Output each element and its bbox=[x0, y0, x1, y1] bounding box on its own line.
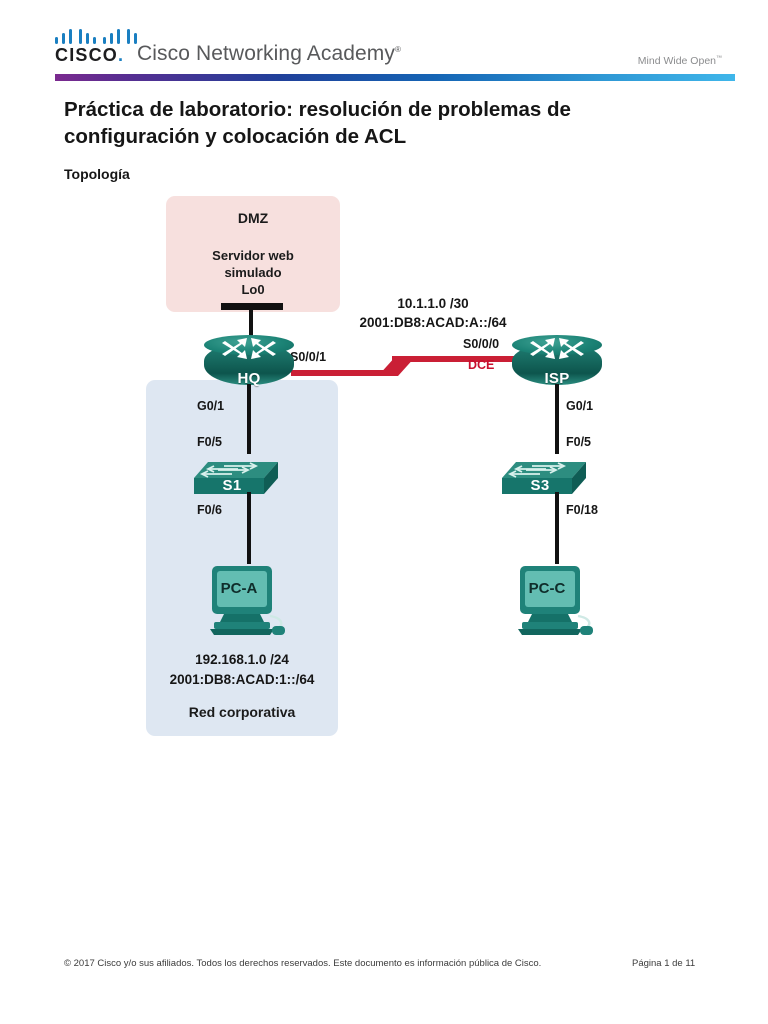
pc-a-icon bbox=[210, 566, 285, 635]
router-hq-top bbox=[204, 335, 294, 355]
link-s1-to-pca bbox=[247, 492, 251, 564]
pc-c-icon bbox=[518, 566, 593, 635]
header-gradient-divider bbox=[55, 74, 735, 81]
cisco-wordmark: CISCO. bbox=[55, 45, 124, 66]
s1-host-interface-label: F0/6 bbox=[197, 503, 223, 517]
pc-c[interactable]: PC-C bbox=[514, 564, 600, 638]
hq-serial-interface-label: S0/0/1 bbox=[290, 350, 327, 364]
page-title: Práctica de laboratorio: resolución de p… bbox=[64, 98, 571, 149]
cisco-logo: CISCO. bbox=[55, 28, 145, 72]
wan-ipv4-label: 10.1.1.0 /30 bbox=[397, 296, 469, 311]
link-hq-to-s1 bbox=[247, 384, 251, 454]
corporate-ipv6-label: 2001:DB8:ACAD:1::/64 bbox=[169, 672, 315, 687]
brand-tagline: Mind Wide Open™ bbox=[638, 55, 722, 67]
link-isp-to-s3 bbox=[555, 384, 559, 454]
router-isp-top bbox=[512, 335, 602, 355]
isp-serial-interface-label: S0/0/0 bbox=[463, 337, 500, 351]
registered-mark-icon: ® bbox=[395, 45, 401, 54]
dmz-zone bbox=[166, 196, 340, 312]
switch-s1[interactable]: S1 bbox=[194, 452, 278, 498]
corporate-zone-title: Red corporativa bbox=[188, 704, 296, 720]
switch-s3[interactable]: S3 bbox=[502, 452, 586, 498]
serial-link-left-segment bbox=[291, 370, 387, 376]
dmz-server-line2: simulado bbox=[224, 265, 282, 280]
footer-page-number: Página 1 de 11 bbox=[632, 958, 696, 969]
brand-tagline-text: Mind Wide Open bbox=[637, 55, 716, 67]
loopback-connector-stem bbox=[249, 303, 253, 337]
wan-ipv6-label: 2001:DB8:ACAD:A::/64 bbox=[359, 315, 507, 330]
corporate-ipv4-label: 192.168.1.0 /24 bbox=[195, 652, 289, 667]
pc-a-label: PC-A bbox=[220, 580, 258, 597]
page-header: CISCO. Cisco Networking Academy® Mind Wi… bbox=[0, 0, 768, 86]
isp-lan-interface-label: G0/1 bbox=[566, 399, 594, 413]
dmz-zone-title: DMZ bbox=[237, 210, 269, 226]
switch-s1-icon bbox=[194, 462, 278, 494]
serial-link-right-segment bbox=[392, 356, 518, 362]
page-footer: © 2017 Cisco y/o sus afiliados. Todos lo… bbox=[0, 958, 768, 978]
topology-diagram: DMZ Servidor web simulado Lo0 10.1.1.0 /… bbox=[0, 186, 768, 756]
link-s3-to-pcc bbox=[555, 492, 559, 564]
cisco-bars-icon bbox=[55, 28, 139, 44]
dmz-server-line1: Servidor web bbox=[212, 248, 294, 263]
pc-a[interactable]: PC-A bbox=[206, 564, 292, 638]
switch-s3-icon bbox=[502, 462, 586, 494]
corporate-network-zone bbox=[146, 380, 338, 736]
s3-host-interface-label: F0/18 bbox=[566, 503, 598, 517]
switch-s1-label: S1 bbox=[222, 477, 242, 494]
dce-label: DCE bbox=[468, 358, 495, 372]
router-hq-label: HQ bbox=[237, 370, 261, 387]
s1-uplink-interface-label: F0/5 bbox=[197, 435, 223, 449]
networking-academy-title: Cisco Networking Academy® bbox=[137, 42, 401, 66]
s3-uplink-interface-label: F0/5 bbox=[566, 435, 592, 449]
cisco-wordmark-text: CISCO bbox=[55, 45, 119, 65]
router-arrows-icon bbox=[222, 338, 276, 359]
router-hq[interactable]: HQ bbox=[204, 335, 294, 391]
cisco-wordmark-dot: . bbox=[118, 45, 125, 65]
hq-lan-interface-label: G0/1 bbox=[197, 399, 225, 413]
networking-academy-text: Cisco Networking Academy bbox=[137, 42, 395, 65]
section-heading-topology: Topología bbox=[64, 166, 130, 182]
router-isp[interactable]: ISP bbox=[512, 335, 602, 391]
trademark-mark-icon: ™ bbox=[716, 55, 722, 62]
router-isp-label: ISP bbox=[544, 370, 570, 387]
pc-c-label: PC-C bbox=[528, 580, 566, 597]
switch-s3-label: S3 bbox=[530, 477, 550, 494]
footer-copyright: © 2017 Cisco y/o sus afiliados. Todos lo… bbox=[64, 958, 542, 969]
router-arrows-icon bbox=[530, 338, 584, 359]
dmz-loopback-label: Lo0 bbox=[241, 282, 265, 297]
